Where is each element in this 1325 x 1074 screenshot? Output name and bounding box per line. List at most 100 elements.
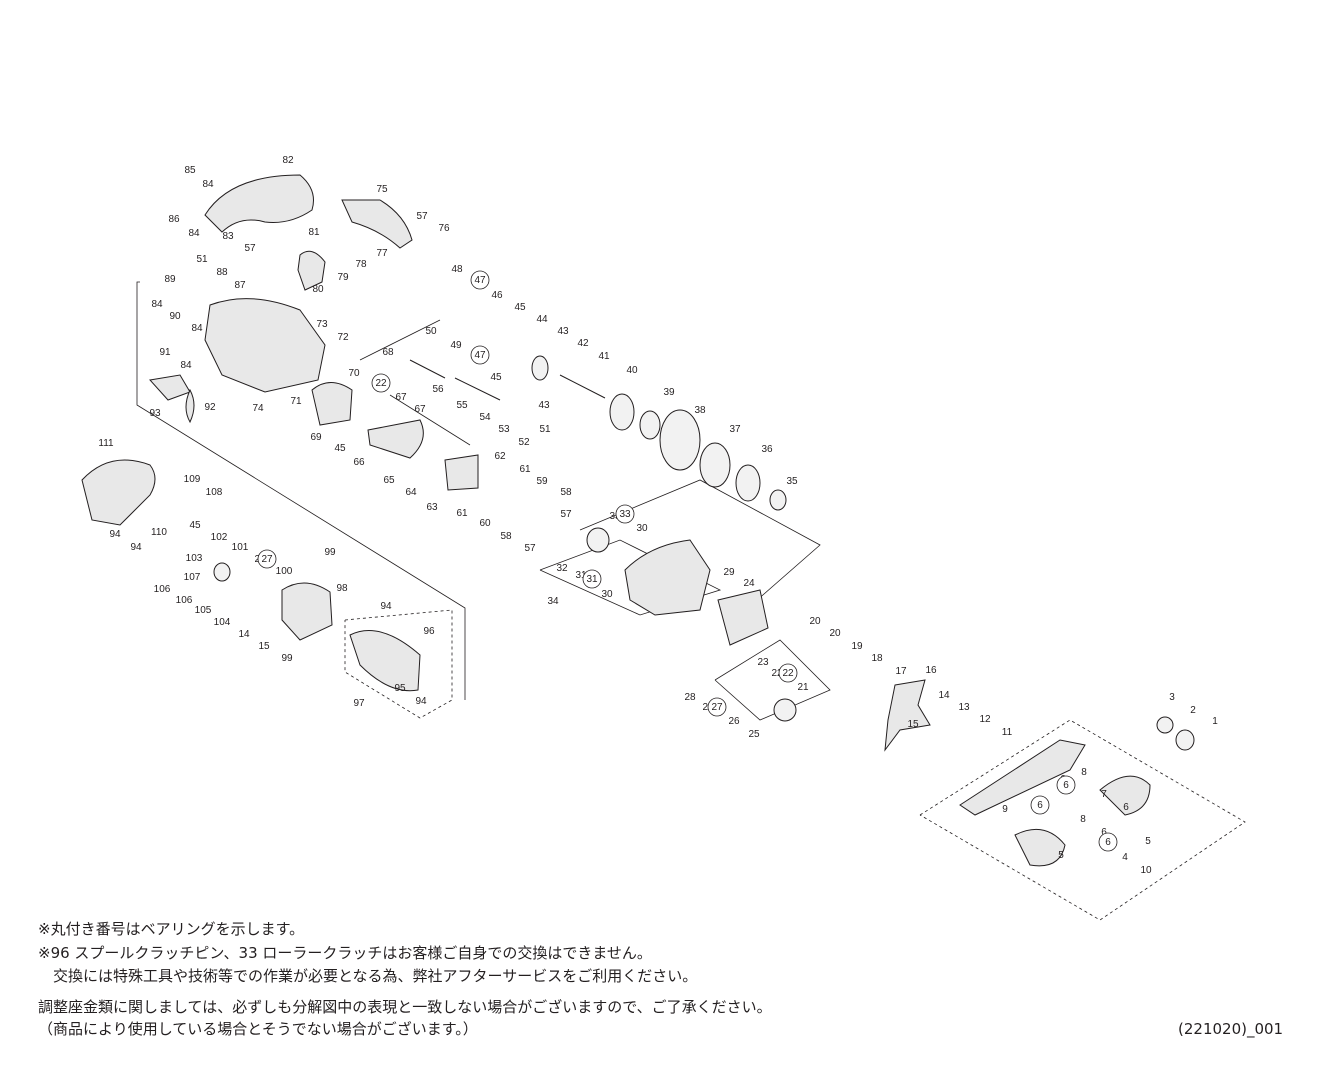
bearing-label-27: 27 <box>711 702 723 713</box>
part-38-main-gear <box>659 409 701 471</box>
part-label-105: 105 <box>195 605 212 616</box>
part-102-bearing-cap <box>213 562 231 582</box>
part-34-frame <box>624 539 711 616</box>
part-label-30: 30 <box>601 589 613 600</box>
part-label-5: 5 <box>1145 836 1151 847</box>
part-label-87: 87 <box>234 280 246 291</box>
part-label-14: 14 <box>938 690 950 701</box>
part-label-111: 111 <box>98 438 114 449</box>
note-service-request: 交換には特殊工具や技術等での作業が必要となる為、弊社アフターサービスをご利用くだ… <box>38 967 698 985</box>
bearing-label-47: 47 <box>474 350 486 361</box>
part-label-101: 101 <box>232 542 249 553</box>
part-label-103: 103 <box>186 553 203 564</box>
part-label-69: 69 <box>310 432 322 443</box>
part-label-46: 46 <box>491 290 503 301</box>
part-68-shaft <box>409 359 446 379</box>
part-label-52: 52 <box>518 437 530 448</box>
part-label-21: 21 <box>797 682 809 693</box>
bearing-label-6: 6 <box>1063 780 1069 791</box>
part-label-8: 8 <box>1081 767 1087 778</box>
part-label-58: 58 <box>500 531 512 542</box>
part-label-44: 44 <box>536 314 548 325</box>
part-label-66: 66 <box>353 457 365 468</box>
part-74-frame <box>204 298 326 393</box>
part-16-star <box>884 679 931 752</box>
part-label-95: 95 <box>394 683 406 694</box>
bearing-label-47: 47 <box>474 275 486 286</box>
part-label-74: 74 <box>252 403 264 414</box>
part-label-57: 57 <box>560 509 572 520</box>
part-label-86: 86 <box>168 214 180 225</box>
part-label-23: 23 <box>757 657 769 668</box>
part-label-14: 14 <box>238 629 250 640</box>
part-93-cover <box>149 374 191 401</box>
part-111-sideplate <box>81 459 156 526</box>
gear-group-outline <box>579 479 821 616</box>
part-label-15: 15 <box>258 641 270 652</box>
bearing-circle <box>470 270 490 290</box>
handle-group-outline <box>919 719 1246 921</box>
part-label-20: 20 <box>809 616 821 627</box>
part-41-pinion <box>559 374 606 399</box>
part-label-6: 6 <box>1101 827 1107 838</box>
part-label-31: 31 <box>575 570 587 581</box>
part-label-36: 36 <box>761 444 773 455</box>
part-label-94: 94 <box>415 696 427 707</box>
note-bearing-legend: ※丸付き番号はベアリングを示します。 <box>38 920 305 938</box>
part-label-82: 82 <box>282 155 294 166</box>
part-label-92: 92 <box>204 402 216 413</box>
part-shafts <box>409 359 606 401</box>
part-label-79: 79 <box>337 272 349 283</box>
part-label-12: 12 <box>979 714 991 725</box>
frame-connector-line-2 <box>389 394 471 446</box>
bearing-circle <box>707 697 727 717</box>
part-label-65: 65 <box>383 475 395 486</box>
part-label-97: 97 <box>353 698 365 709</box>
gear-shapes <box>213 355 1195 751</box>
part-label-48: 48 <box>451 264 463 275</box>
bearing-label-22: 22 <box>782 668 794 679</box>
part-label-5: 5 <box>1058 850 1064 861</box>
part-label-37: 37 <box>729 424 741 435</box>
part-label-76: 76 <box>438 223 450 234</box>
part-label-100: 100 <box>276 566 293 577</box>
part-label-4: 4 <box>1122 852 1128 863</box>
part-label-45: 45 <box>490 372 502 383</box>
part-label-99: 99 <box>281 653 293 664</box>
part-label-106: 106 <box>176 595 193 606</box>
bearing-circle <box>582 569 602 589</box>
part-label-55: 55 <box>456 400 468 411</box>
note-shim-disclaimer: 調整座金類に関しましては、必ずしも分解図中の表現と一致しない場合がございますので… <box>38 998 772 1016</box>
part-label-72: 72 <box>337 332 349 343</box>
part-label-71: 71 <box>290 396 302 407</box>
part-label-41: 41 <box>598 351 610 362</box>
part-label-25: 25 <box>748 729 760 740</box>
part-label-57: 57 <box>244 243 256 254</box>
part-label-13: 13 <box>958 702 970 713</box>
part-label-104: 104 <box>214 617 231 628</box>
part-35-sleeve <box>769 489 787 511</box>
part-label-110: 110 <box>151 527 167 538</box>
part-label-32: 32 <box>556 563 568 574</box>
part-label-67: 67 <box>414 404 426 415</box>
part-label-77: 77 <box>376 248 388 259</box>
part-label-58: 58 <box>560 487 572 498</box>
part-label-18: 18 <box>871 653 883 664</box>
part-label-85: 85 <box>184 165 196 176</box>
part-37-washer <box>699 442 731 488</box>
part-label-51: 51 <box>196 254 208 265</box>
part-label-88: 88 <box>216 267 228 278</box>
part-8-knob-lower <box>1014 828 1066 867</box>
part-label-75: 75 <box>376 184 388 195</box>
part-label-84: 84 <box>180 360 192 371</box>
part-label-61: 61 <box>519 464 531 475</box>
part-label-98: 98 <box>336 583 348 594</box>
bearing-circle <box>470 345 490 365</box>
part-label-56: 56 <box>432 384 444 395</box>
part-33-clutch <box>586 527 610 553</box>
part-label-9: 9 <box>1002 804 1008 815</box>
part-3-cap <box>1156 716 1174 734</box>
part-label-81: 81 <box>308 227 320 238</box>
part-label-28: 28 <box>684 692 696 703</box>
part-label-90: 90 <box>169 311 181 322</box>
